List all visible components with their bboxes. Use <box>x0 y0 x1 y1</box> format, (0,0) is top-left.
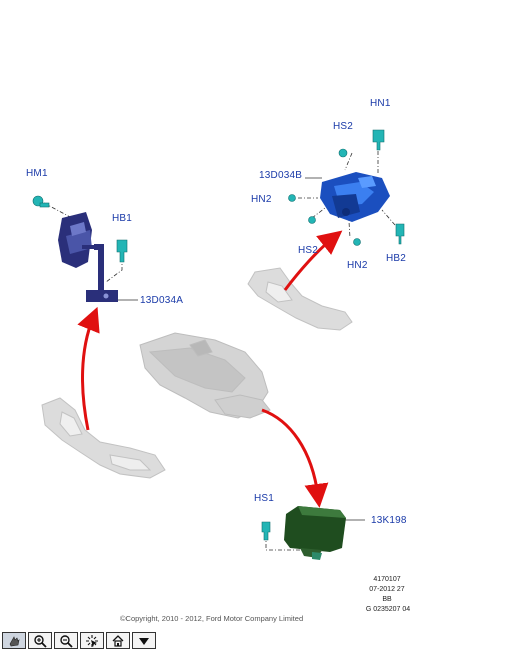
rear-sensor-bracket <box>320 172 390 222</box>
home-button[interactable] <box>106 632 130 649</box>
reference-line-1: 4170107 <box>373 576 401 583</box>
arrow-to-front-sensor <box>77 306 100 431</box>
fastener-hb2 <box>395 223 405 245</box>
zoom-out-icon <box>60 634 73 648</box>
callout-13d034b: 13D034B <box>259 170 303 181</box>
fastener-hn1 <box>372 129 385 151</box>
pan-button[interactable] <box>2 632 26 649</box>
leader-lines <box>43 142 396 551</box>
zoom-in-icon <box>34 634 47 648</box>
fastener-hn2-left <box>288 194 296 202</box>
reference-line-4: G 0235207 04 <box>365 606 411 613</box>
fastener-hb1 <box>116 239 128 263</box>
reference-line-2: 07-2012 27 <box>369 586 405 593</box>
menu-arrow-icon <box>139 637 149 645</box>
fasteners <box>32 129 405 541</box>
callout-hn1: HN1 <box>370 98 391 109</box>
exploded-view-diagram <box>32 129 405 560</box>
ghost-vehicle-body <box>139 332 271 419</box>
select-icon <box>86 634 98 647</box>
menu-dropdown-button[interactable] <box>132 632 156 649</box>
callout-hn2-left: HN2 <box>251 194 272 205</box>
pan-icon <box>9 635 20 646</box>
callout-hs2-top: HS2 <box>333 121 354 132</box>
callout-13d034a: 13D034A <box>140 295 184 306</box>
fastener-hs1 <box>261 521 271 541</box>
viewer-toolbar <box>0 632 156 650</box>
fastener-hn2-bottom <box>353 238 361 246</box>
fastener-hm1 <box>32 195 50 208</box>
home-icon <box>112 634 124 647</box>
reference-line-3: BB <box>382 596 392 603</box>
callout-hm1: HM1 <box>26 168 48 179</box>
ghost-rear-suspension <box>247 267 353 331</box>
callout-hn2-bottom: HN2 <box>347 260 368 271</box>
callout-hb2: HB2 <box>386 253 407 264</box>
front-sensor-bracket <box>58 212 118 302</box>
callout-hs1: HS1 <box>254 493 275 504</box>
zoom-in-button[interactable] <box>28 632 52 649</box>
callout-hb1: HB1 <box>112 213 133 224</box>
zoom-out-button[interactable] <box>54 632 78 649</box>
arrow-to-module <box>261 408 329 508</box>
control-module <box>284 506 346 560</box>
copyright-text: ©Copyright, 2010 - 2012, Ford Motor Comp… <box>120 614 304 623</box>
fastener-hs2-top <box>338 148 348 158</box>
ghost-front-suspension <box>41 397 166 479</box>
red-arrows <box>77 230 343 508</box>
select-button[interactable] <box>80 632 104 649</box>
arrow-to-rear-sensor <box>283 230 343 291</box>
callout-13k198: 13K198 <box>371 515 407 526</box>
callout-hs2-bottom: HS2 <box>298 245 319 256</box>
fastener-hs2-bottom <box>308 216 316 224</box>
